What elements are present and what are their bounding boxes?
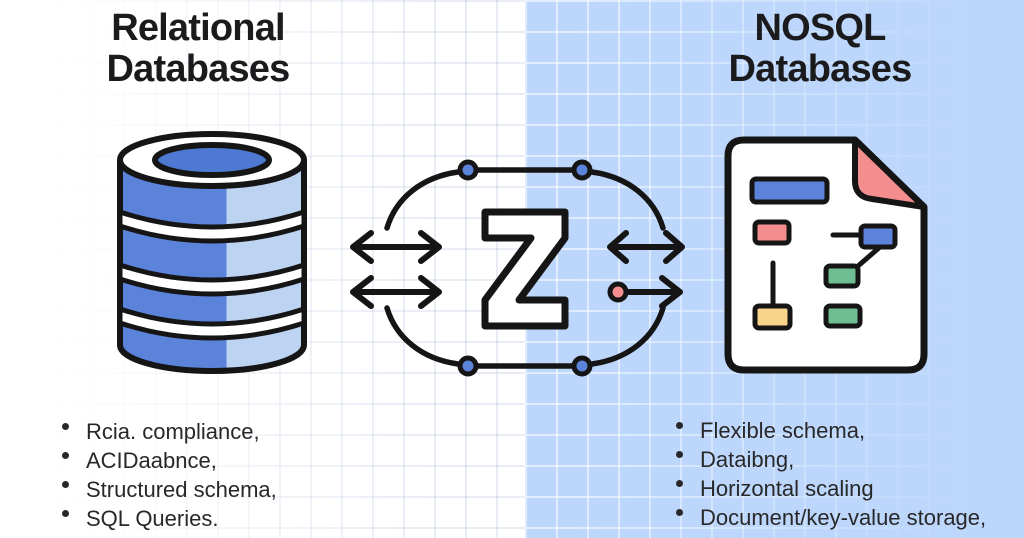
red-node (607, 281, 629, 303)
bullet-icon (62, 510, 69, 517)
bullet-icon (62, 452, 69, 459)
bullet-icon (62, 423, 69, 430)
feature-text: Rcia. compliance, (86, 419, 260, 444)
feature-text: Dataibng, (700, 447, 795, 472)
orbit-arcs (384, 167, 666, 369)
feature-text: ACIDaabnce, (86, 448, 217, 473)
nosql-title: NOSQL Databases (652, 8, 988, 90)
feature-item: Horizontal scaling (676, 474, 1016, 503)
cylinder-band-3 (117, 305, 307, 341)
feature-item: Rcia. compliance, (62, 417, 422, 446)
bullet-icon (676, 422, 683, 429)
blue-block-wide (749, 176, 830, 205)
nosql-feature-list: Flexible schema, Dataibng, Horizontal sc… (676, 416, 1016, 532)
sync-exchange-icon (350, 159, 685, 377)
schema-links (770, 232, 883, 310)
relational-title-line2: Databases (106, 48, 291, 90)
document-fold-corner (852, 137, 927, 210)
cylinder-top-inner (152, 142, 272, 178)
exchange-arrows (350, 230, 685, 309)
feature-item: Dataibng, (676, 445, 1016, 474)
feature-text: Horizontal scaling (700, 476, 874, 501)
green-block-mid (823, 263, 861, 289)
z-glyph (481, 208, 569, 330)
relational-title-line1: Relational (111, 7, 285, 49)
relational-feature-list: Rcia. compliance, ACIDaabnce, Structured… (62, 417, 422, 533)
feature-item: Flexible schema, (676, 416, 1016, 445)
document-schema-icon (724, 136, 928, 374)
bullet-icon (676, 480, 683, 487)
feature-item: Document/key-value storage, (676, 503, 1016, 532)
database-cylinder-icon (117, 131, 307, 374)
feature-item: SQL Queries. (62, 504, 422, 533)
green-block-bottom (823, 303, 863, 329)
feature-text: Flexible schema, (700, 418, 866, 443)
bullet-icon (676, 451, 683, 458)
nosql-title-line2: Databases (728, 48, 913, 90)
cylinder-band-1 (117, 208, 307, 244)
yellow-block (752, 303, 793, 331)
schema-blocks (749, 176, 898, 331)
bullet-icon (676, 509, 683, 516)
nosql-title-line1: NOSQL (754, 7, 886, 49)
relational-title: Relational Databases (30, 8, 366, 90)
feature-text: Structured schema, (86, 477, 277, 502)
cylinder-band-2 (117, 261, 307, 297)
pink-block (752, 219, 792, 246)
feature-item: ACIDaabnce, (62, 446, 422, 475)
feature-text: Document/key-value storage, (700, 505, 987, 530)
bullet-icon (62, 481, 69, 488)
feature-text: SQL Queries. (86, 506, 219, 531)
connection-nodes (457, 159, 593, 377)
feature-item: Structured schema, (62, 475, 422, 504)
blue-block-small (858, 223, 898, 250)
